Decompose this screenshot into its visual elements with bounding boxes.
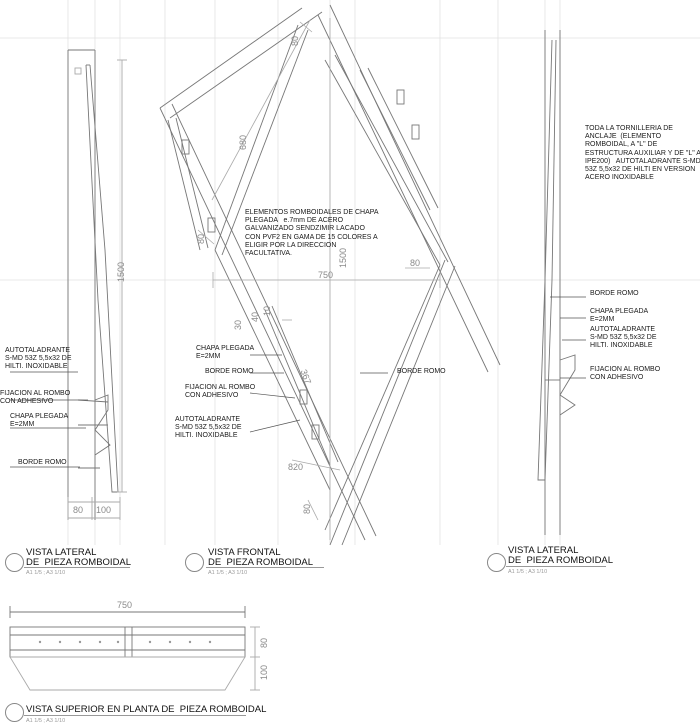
title-circle-lateral-right [487, 553, 506, 572]
plan-view [9, 606, 260, 691]
title-circle-lateral-left [5, 553, 24, 572]
leaders-right [550, 296, 586, 379]
scale-lateral-right: A1 1/5 ; A3 1/10 [508, 569, 548, 575]
dim-80-top: 80 [290, 35, 300, 46]
title-frontal: VISTA FRONTAL DE PIEZA ROMBOIDAL [208, 547, 314, 568]
dim-40: 40 [250, 311, 260, 322]
title-underline-lateral-right [506, 566, 606, 567]
dim-80-plan: 80 [259, 637, 269, 648]
note-left-autotaladrante: AUTOTALADRANTE S-MD 53Z 5,5x32 DE HILTI.… [5, 347, 72, 371]
dim-1500-center: 1500 [338, 247, 348, 268]
plan-bolts [38, 640, 212, 644]
dim-750: 750 [318, 270, 334, 280]
title-lateral-right: VISTA LATERAL DE PIEZA ROMBOIDAL [508, 545, 614, 566]
dim-1500-left: 1500 [116, 261, 126, 282]
title-circle-superior [5, 703, 24, 722]
note-frontal-main: ELEMENTOS ROMBOIDALES DE CHAPA PLEGADA e… [245, 209, 379, 258]
scale-superior: A1 1/5 ; A3 1/10 [26, 718, 66, 724]
leaders-frontal [249, 354, 388, 433]
dim-80-left: 80 [196, 233, 206, 244]
dim-80-base: 80 [73, 505, 84, 515]
dim-680: 680 [238, 134, 248, 150]
dim-10: 10 [262, 305, 272, 316]
note-right-top: TODA LA TORNILLERIA DE ANCLAJE (ELEMENTO… [585, 125, 700, 182]
dim-80-right: 80 [410, 258, 421, 268]
note-left-borde: BORDE ROMO [18, 459, 67, 466]
dim-80-bottom: 80 [302, 503, 312, 514]
note-right-borde: BORDE ROMO [590, 290, 639, 297]
note-right-fijacion: FIJACION AL ROMBO CON ADHESIVO [590, 366, 661, 382]
dim-100-plan: 100 [259, 664, 269, 680]
title-circle-frontal [185, 553, 204, 572]
title-lateral-left: VISTA LATERAL DE PIEZA ROMBOIDAL [26, 547, 132, 568]
note-center-borde: BORDE ROMO [397, 368, 446, 375]
lateral-view-right [537, 30, 576, 535]
lateral-view-left [67, 49, 127, 520]
note-mid-autotaladrante: AUTOTALADRANTE S-MD 53Z 5,5x32 DE HILTI.… [175, 416, 242, 440]
note-left-chapa: CHAPA PLEGADA E=2MM [10, 413, 69, 429]
scale-frontal: A1 1/5 ; A3 1/10 [208, 570, 248, 576]
leaders-left [10, 371, 88, 468]
title-underline-frontal [206, 567, 324, 568]
scale-lateral-left: A1 1/5 ; A3 1/10 [26, 570, 66, 576]
frontal-dimensions [197, 18, 441, 540]
note-right-chapa: CHAPA PLEGADA E=2MM [590, 308, 649, 324]
note-right-autotaladrante: AUTOTALADRANTE S-MD 53Z 5,5x32 DE HILTI.… [590, 326, 657, 350]
title-underline-superior [24, 715, 246, 716]
title-superior: VISTA SUPERIOR EN PLANTA DE PIEZA ROMBOI… [26, 704, 267, 715]
title-underline-lateral-left [24, 567, 130, 568]
note-mid-chapa: CHAPA PLEGADA E=2MM [196, 345, 255, 361]
dim-750-plan: 750 [117, 600, 133, 610]
dim-30: 30 [233, 319, 243, 330]
note-left-fijacion: FIJACION AL ROMBO CON ADHESIVO [0, 390, 71, 406]
note-mid-fijacion: FIJACION AL ROMBO CON ADHESIVO [185, 384, 256, 400]
dim-100-base: 100 [96, 505, 112, 515]
note-mid-borde: BORDE ROMO [205, 368, 254, 375]
dim-820: 820 [288, 462, 304, 472]
